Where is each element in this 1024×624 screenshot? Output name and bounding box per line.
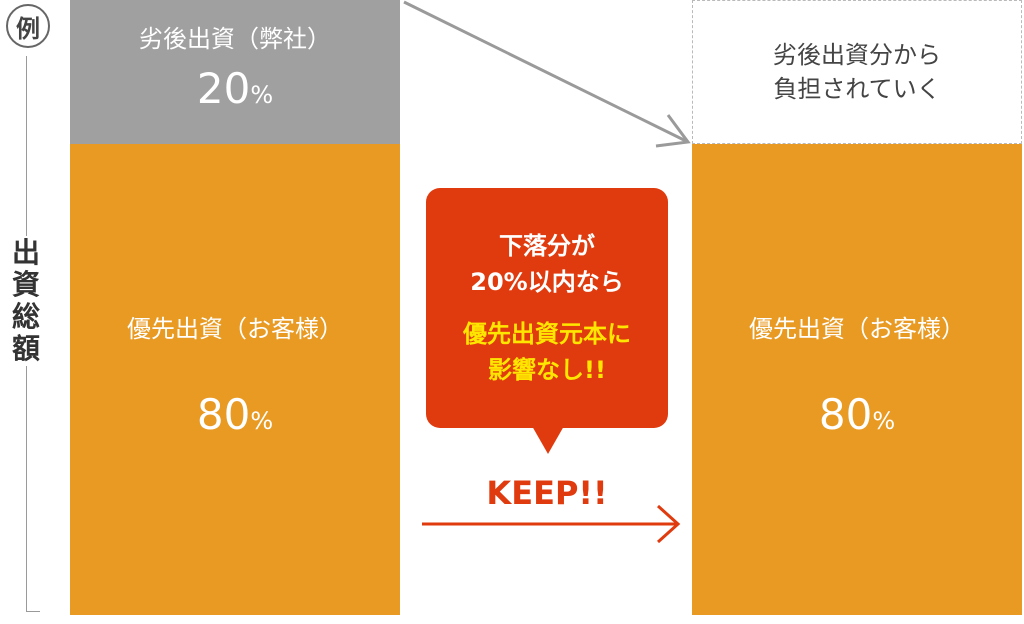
right-subordinate-block: 劣後出資分から 負担されていく	[692, 0, 1022, 144]
example-badge-text: 例	[16, 14, 40, 43]
callout-result-line: 影響なし!!	[488, 356, 606, 384]
left-senior-pct: 80%	[197, 390, 273, 446]
right-senior-pct: 80%	[819, 390, 895, 446]
callout-tail	[532, 426, 564, 454]
left-subordinate-block: 劣後出資（弊社） 20%	[70, 0, 400, 144]
keep-arrow-head	[656, 504, 681, 544]
right-senior-pct-value: 80	[818, 389, 873, 439]
left-senior-pct-unit: %	[250, 406, 274, 435]
keep-label: KEEP!!	[486, 474, 608, 512]
right-subordinate-note-line: 劣後出資分から	[773, 41, 941, 69]
callout-bubble: 下落分が 20%以内なら 優先出資元本に 影響なし!!	[426, 188, 668, 428]
left-senior-label: 優先出資（お客様）	[127, 314, 343, 343]
callout-condition-line: 20%以内なら	[470, 268, 624, 296]
left-subordinate-pct-value: 20	[196, 64, 251, 113]
left-subordinate-pct-unit: %	[250, 81, 274, 109]
callout-result-line: 優先出資元本に	[463, 320, 631, 348]
left-subordinate-pct: 20%	[197, 64, 273, 120]
right-senior-pct-unit: %	[872, 406, 896, 435]
left-senior-block: 優先出資（お客様） 80%	[70, 144, 400, 615]
right-senior-block: 優先出資（お客様） 80%	[692, 144, 1022, 615]
right-subordinate-note-line: 負担されていく	[773, 75, 941, 103]
left-senior-pct-value: 80	[196, 389, 251, 439]
axis-label-char: 出	[11, 236, 40, 269]
gray-arrow-head	[655, 114, 691, 148]
axis-label: 出 資 総 額	[4, 236, 48, 366]
right-senior-label: 優先出資（お客様）	[749, 314, 965, 343]
axis-label-char: 額	[11, 332, 40, 365]
gray-diagonal-arrow-line	[403, 0, 689, 144]
callout-condition-line: 下落分が	[499, 232, 595, 260]
axis-bottom-tick	[26, 611, 40, 612]
axis-label-char: 総	[11, 300, 40, 333]
axis-label-char: 資	[11, 268, 40, 301]
left-subordinate-label: 劣後出資（弊社）	[139, 25, 331, 53]
example-badge: 例	[6, 4, 50, 48]
